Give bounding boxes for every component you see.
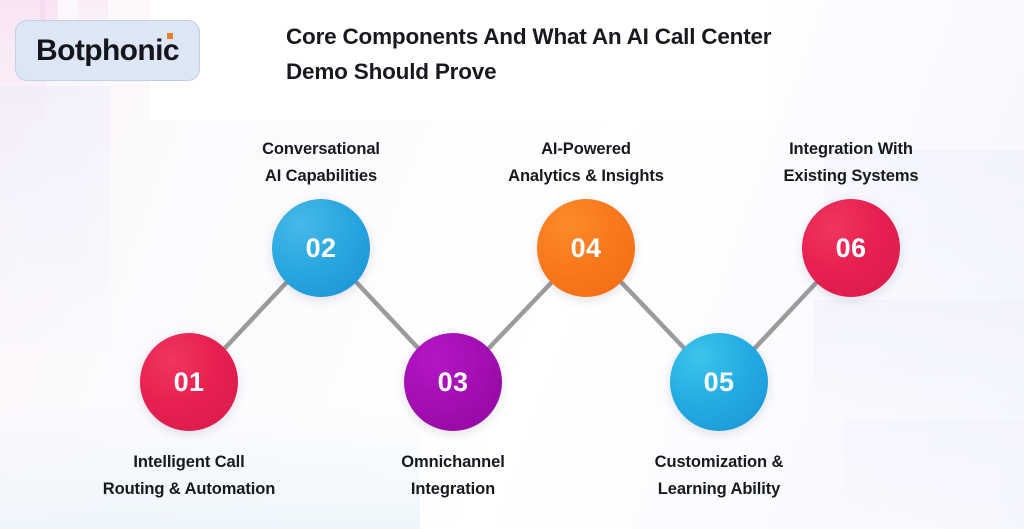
step-number-05: 05 bbox=[703, 366, 735, 397]
page-title-line-1: Core Components And What An AI Call Cent… bbox=[286, 24, 772, 49]
step-caption-04-line-2: Analytics & Insights bbox=[508, 167, 664, 186]
step-caption-06: Integration With Existing Systems bbox=[736, 136, 966, 191]
step-caption-04-line-1: AI-Powered bbox=[541, 140, 631, 158]
connector-04-05 bbox=[619, 280, 687, 351]
page-title: Core Components And What An AI Call Cent… bbox=[286, 19, 886, 89]
brand-logo-text: Botphonic bbox=[36, 33, 180, 67]
step-caption-04: AI-Powered Analytics & Insights bbox=[471, 136, 701, 191]
step-node-03[interactable]: 03 bbox=[404, 333, 502, 431]
step-node-02[interactable]: 02 bbox=[272, 199, 370, 297]
step-caption-03: Omnichannel Integration bbox=[338, 449, 568, 504]
step-number-01: 01 bbox=[173, 366, 205, 397]
step-caption-03-line-2: Integration bbox=[410, 480, 496, 499]
step-caption-02-line-1: Conversational bbox=[262, 140, 380, 158]
step-caption-02-line-2: AI Capabilities bbox=[264, 167, 378, 186]
step-caption-03-line-1: Omnichannel bbox=[401, 453, 505, 471]
step-node-05[interactable]: 05 bbox=[670, 333, 768, 431]
step-caption-06-line-2: Existing Systems bbox=[783, 167, 919, 186]
step-caption-01-line-2: Routing & Automation bbox=[102, 480, 276, 499]
step-number-03: 03 bbox=[437, 366, 469, 397]
connector-05-06 bbox=[752, 280, 819, 351]
brand-logo-badge: Botphonic bbox=[15, 20, 200, 81]
page-title-line-2: Demo Should Prove bbox=[286, 59, 497, 85]
step-caption-05-line-1: Customization & bbox=[654, 453, 784, 471]
connector-02-03 bbox=[354, 280, 421, 351]
logo-accent-dot-icon bbox=[166, 32, 173, 39]
step-caption-02: Conversational AI Capabilities bbox=[206, 136, 436, 191]
connector-03-04 bbox=[486, 280, 554, 351]
step-node-01[interactable]: 01 bbox=[140, 333, 238, 431]
step-caption-01-line-1: Intelligent Call bbox=[133, 453, 245, 471]
brand-logo-wordmark: Botphonic bbox=[36, 32, 180, 67]
step-caption-05-line-2: Learning Ability bbox=[657, 480, 781, 499]
step-number-06: 06 bbox=[835, 232, 867, 263]
step-caption-06-line-1: Integration With bbox=[789, 140, 913, 158]
step-caption-01: Intelligent Call Routing & Automation bbox=[74, 449, 304, 504]
step-node-04[interactable]: 04 bbox=[537, 199, 635, 297]
step-number-04: 04 bbox=[570, 232, 602, 263]
step-node-06[interactable]: 06 bbox=[802, 199, 900, 297]
connector-01-02 bbox=[222, 280, 289, 351]
step-caption-05: Customization & Learning Ability bbox=[604, 449, 834, 504]
step-number-02: 02 bbox=[305, 232, 337, 263]
